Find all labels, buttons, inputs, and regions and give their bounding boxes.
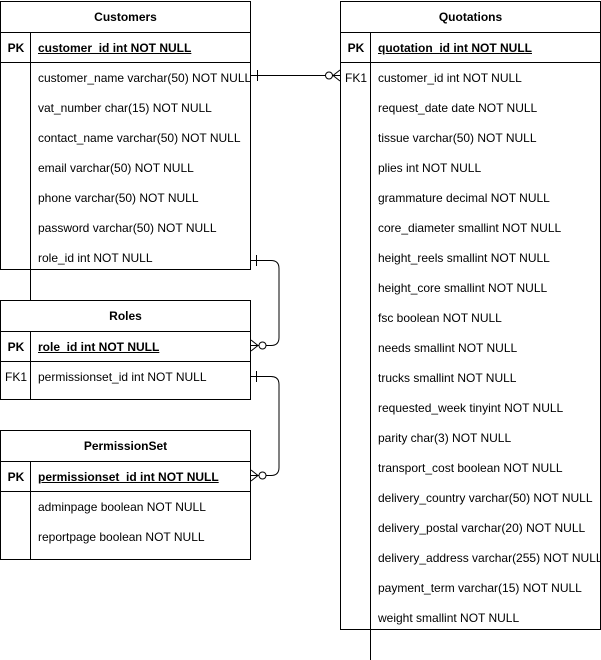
quotations-fields: FK1 customer_id int NOT NULL request_date… [341,63,600,660]
roles-pk-label: PK [7,340,25,354]
permissionset-field: adminpage boolean NOT NULL [38,500,206,514]
customers-roles-line [251,260,280,346]
customers-key-column [1,63,31,300]
quotations-pk-field: quotation_id int NOT NULL [378,41,532,55]
roles-pk-field: role_id int NOT NULL [38,340,160,354]
permissionset-key-column [1,492,31,560]
permissionset-pk-field: permissionset_id int NOT NULL [38,470,219,484]
quotations-key-column [341,63,371,660]
quotations-field: transport_cost boolean NOT NULL [378,461,563,475]
roles-permissionset-zero-circle [258,471,267,480]
quotations-pk-key-column [341,33,371,62]
customers-pk-label: PK [7,41,25,55]
quotations-field: fsc boolean NOT NULL [378,311,502,325]
quotations-field: weight smallint NOT NULL [378,611,520,625]
customers-pk-row: PK customer_id int NOT NULL [1,33,250,63]
roles-title: Roles [1,301,250,332]
quotations-title: Quotations [341,2,600,33]
quotations-pk-label: PK [347,41,365,55]
quotations-field: tissue varchar(50) NOT NULL [378,131,537,145]
customers-quotations-crow-bottom [332,75,341,82]
customers-field: password varchar(50) NOT NULL [38,221,217,235]
quotations-field: delivery_country varchar(50) NOT NULL [378,491,593,505]
customers-roles-zero-circle [258,341,267,350]
quotations-field: delivery_postal varchar(20) NOT NULL [378,521,586,535]
customers-title: Customers [1,2,250,33]
customers-fields: customer_name varchar(50) NOT NULL vat_nu… [1,63,250,300]
permissionset-fields: adminpage boolean NOT NULL reportpage boo… [1,492,250,560]
roles-entity[interactable]: Roles PK role_id int NOT NULL FK1 permis… [0,300,251,400]
quotations-field: needs smallint NOT NULL [378,341,518,355]
roles-permissionset-line [251,376,280,476]
customers-quotations-crow-top [332,69,341,76]
roles-key-column [1,362,31,400]
quotations-field: plies int NOT NULL [378,161,482,175]
permissionset-title: PermissionSet [1,431,250,462]
quotations-pk-row: PK quotation_id int NOT NULL [341,33,600,63]
quotations-field: delivery_address varchar(255) NOT NULL [378,551,600,565]
permissionset-field: reportpage boolean NOT NULL [38,530,205,544]
roles-permissionset-crow-top [250,469,259,476]
roles-permissionset-relationship [250,371,280,482]
customers-field: vat_number char(15) NOT NULL [38,101,212,115]
customers-field: phone varchar(50) NOT NULL [38,191,199,205]
quotations-field: core_diameter smallint NOT NULL [378,221,562,235]
roles-fields: FK1 permissionset_id int NOT NULL [1,362,250,400]
quotations-field: request_date date NOT NULL [378,101,538,115]
customers-entity[interactable]: Customers PK customer_id int NOT NULL cu… [0,1,251,300]
customers-roles-crow-top [250,339,259,346]
quotations-field: customer_id int NOT NULL [378,71,522,85]
quotations-entity[interactable]: Quotations PK quotation_id int NOT NULL … [340,1,601,660]
roles-fk-label: FK1 [4,370,27,384]
roles-pk-row: PK role_id int NOT NULL [1,332,250,362]
permissionset-pk-row: PK permissionset_id int NOT NULL [1,462,250,492]
customers-field: email varchar(50) NOT NULL [38,161,194,175]
quotations-field: payment_term varchar(15) NOT NULL [378,581,582,595]
customers-quotations-zero-circle [325,71,333,80]
permissionset-pk-label: PK [7,470,25,484]
customers-field: contact_name varchar(50) NOT NULL [38,131,241,145]
quotations-field: height_core smallint NOT NULL [378,281,548,295]
quotations-field: height_reels smallint NOT NULL [378,251,550,265]
customers-roles-relationship [250,255,280,352]
quotations-field: grammature decimal NOT NULL [378,191,550,205]
roles-field: permissionset_id int NOT NULL [38,370,207,384]
quotations-fk-label: FK1 [344,71,367,85]
customers-field: role_id int NOT NULL [38,251,153,265]
roles-pk-key-column [1,332,31,361]
customers-roles-crow-bottom [250,345,259,352]
customers-quotations-relationship [251,69,341,82]
quotations-field: requested_week tinyint NOT NULL [378,401,564,415]
quotations-field: parity char(3) NOT NULL [378,431,512,445]
customers-field: customer_name varchar(50) NOT NULL [38,71,250,85]
permissionset-pk-key-column [1,462,31,491]
permissionset-entity[interactable]: PermissionSet PK permissionset_id int NO… [0,430,251,560]
customers-pk-key-column [1,33,31,62]
quotations-field: trucks smallint NOT NULL [378,371,517,385]
customers-pk-field: customer_id int NOT NULL [38,41,192,55]
roles-permissionset-crow-bottom [250,475,259,482]
